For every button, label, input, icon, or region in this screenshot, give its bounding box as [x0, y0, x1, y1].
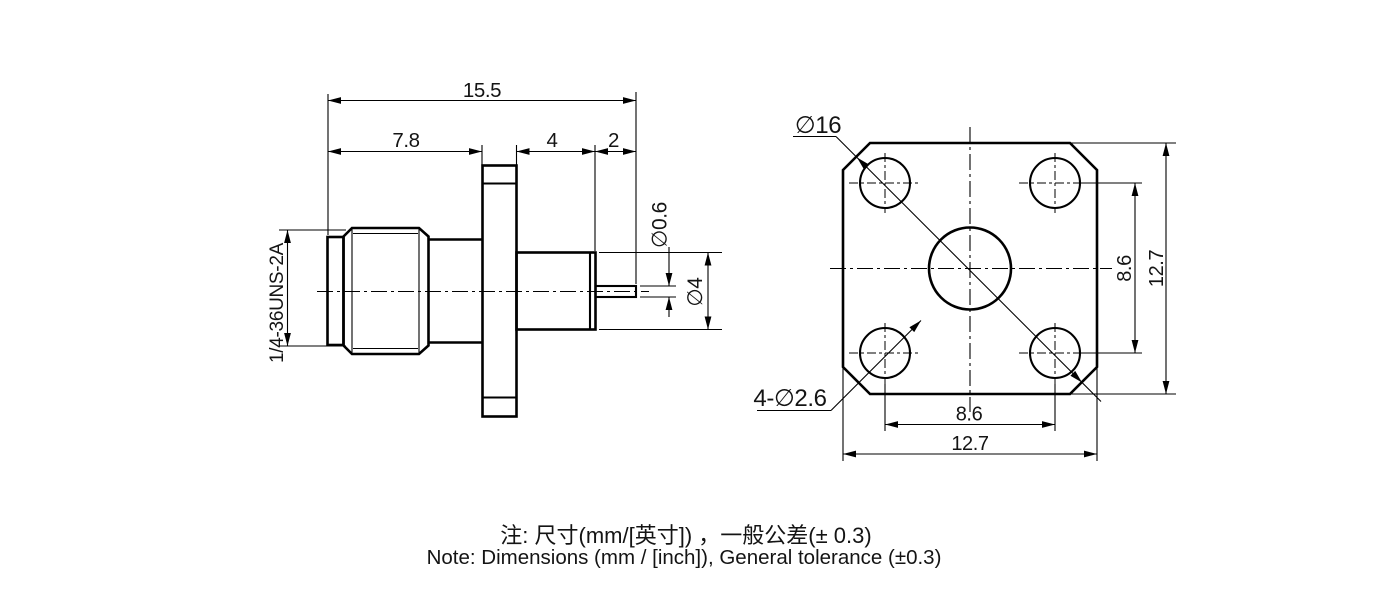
dim-stem-diameter: ∅4 [599, 251, 722, 331]
dim-total-length-label: 15.5 [463, 79, 501, 102]
dim-pin-diameter-label: ∅0.6 [649, 202, 672, 248]
dim-arrow [1162, 143, 1170, 156]
dim-arrow [885, 421, 898, 428]
thread-spec-label: 1/4-36UNS-2A [267, 242, 288, 363]
side-view: 15.5 7.8 4 2 1/4-36UNS-2A [267, 79, 722, 418]
dim-arrow [516, 148, 530, 155]
corner-diameter-label: ∅16 [795, 112, 841, 139]
dim-stem-length: 4 [516, 129, 595, 155]
dim-hole-pitch-horizontal: 8.6 [885, 404, 1055, 428]
dim-arrow [1084, 450, 1097, 458]
dim-pin-length-label: 2 [608, 129, 619, 152]
dim-arrow [843, 450, 856, 458]
dim-line [640, 247, 676, 317]
dim-arrow [469, 148, 482, 155]
dim-arrow [582, 148, 595, 155]
callout-mounting-holes: 4-∅2.6 [753, 318, 924, 412]
dim-stem-length-label: 4 [546, 129, 557, 152]
dim-pin-diameter: ∅0.6 [640, 202, 676, 317]
front-view: 8.6 12.7 8.6 12.7 ∅16 [753, 112, 1176, 461]
dim-total-length: 15.5 [328, 79, 636, 104]
flange-chamfer-lines [482, 182, 517, 399]
dim-stem-diameter-label: ∅4 [684, 277, 707, 307]
dim-arrow [623, 148, 636, 155]
dim-arrow [704, 252, 712, 266]
dim-arrow [1131, 183, 1139, 196]
dim-thread-spec: 1/4-36UNS-2A [267, 230, 291, 363]
mid-cylinder-outline [428, 238, 483, 344]
leader-line [793, 135, 1102, 402]
mounting-holes-label: 4-∅2.6 [753, 385, 826, 412]
front-view-centerlines [830, 127, 1112, 412]
dim-hole-pitch-vertical-label: 8.6 [1114, 255, 1136, 282]
dim-flange-height-label: 12.7 [1146, 250, 1168, 288]
dim-arrow [328, 148, 341, 155]
callout-corner-diameter: ∅16 [793, 112, 1102, 402]
dim-arrow [595, 148, 608, 155]
dim-body-length: 7.8 [328, 129, 482, 155]
hex-nut-outline [342, 226, 430, 356]
dim-arrow [665, 273, 673, 286]
dim-pin-length: 2 [595, 129, 636, 155]
notes: 注: 尺寸(mm/[英寸]) ，一般公差(± 0.3) Note: Dimens… [427, 523, 942, 569]
dim-body-length-label: 7.8 [392, 129, 419, 152]
hole-centerline-crosses [849, 153, 1081, 384]
dim-arrow [665, 297, 673, 310]
dim-flange-height: 12.7 [1146, 143, 1170, 394]
note-line-english: Note: Dimensions (mm / [inch]), General … [427, 546, 942, 569]
dim-arrow [328, 97, 341, 104]
note-line-chinese: 注: 尺寸(mm/[英寸]) ，一般公差(± 0.3) [500, 523, 871, 548]
dim-hole-pitch-horizontal-label: 8.6 [956, 404, 983, 426]
extension-lines [842, 142, 1176, 461]
dim-flange-width-label: 12.7 [951, 433, 989, 455]
dim-arrow [1131, 340, 1139, 353]
dim-arrow [704, 316, 712, 330]
dim-hole-pitch-vertical: 8.6 [1114, 183, 1139, 353]
dim-flange-width: 12.7 [843, 433, 1097, 458]
dim-arrow [1162, 381, 1170, 394]
dim-arrow [623, 97, 636, 104]
dim-arrow [284, 230, 291, 243]
leader-line [757, 320, 922, 412]
extension-lines [279, 92, 637, 347]
dim-arrow [1042, 421, 1055, 428]
